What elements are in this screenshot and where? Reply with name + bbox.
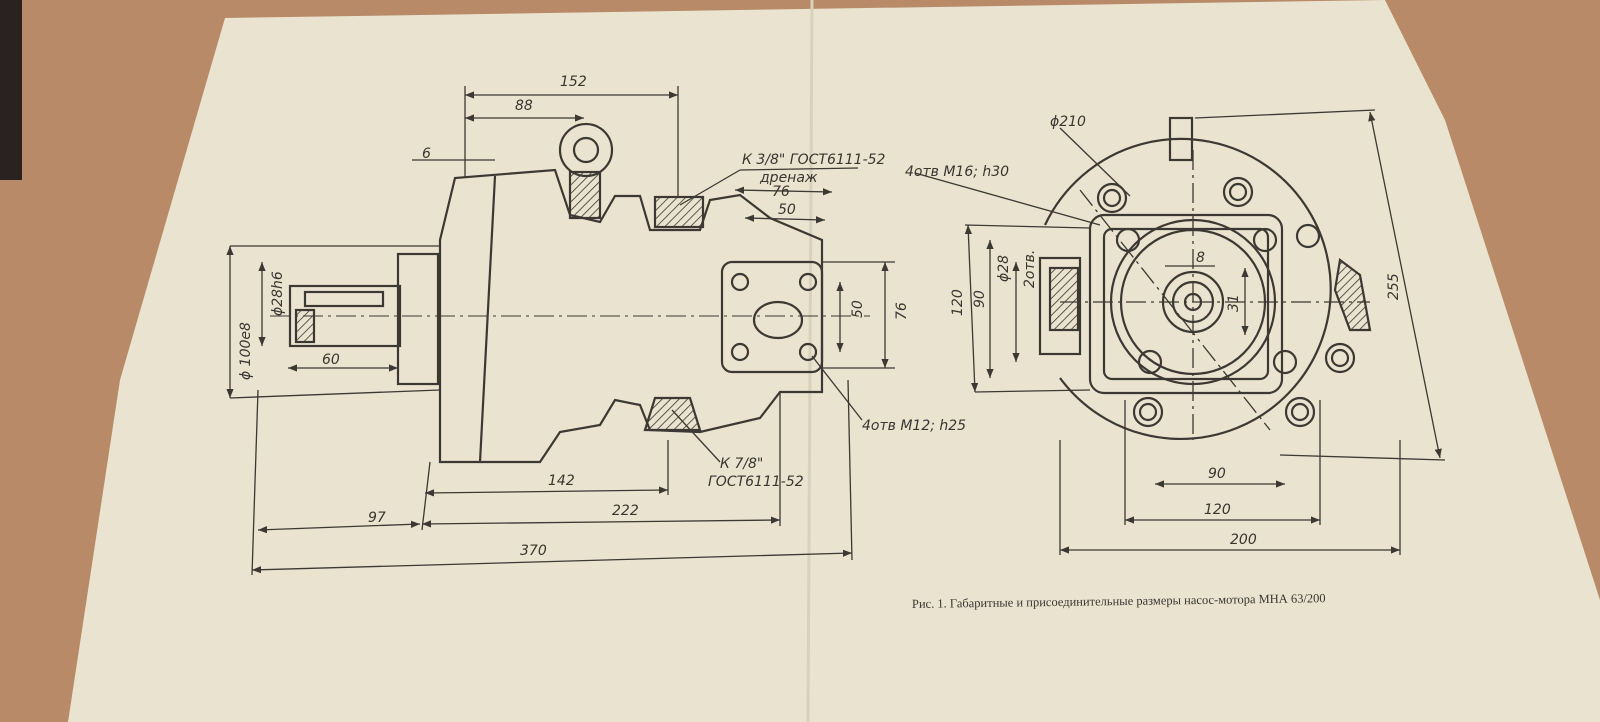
shaft-key (303, 290, 385, 308)
dim-88: 88 (515, 98, 533, 114)
dark-object-edge (0, 0, 22, 180)
dim-370: 370 (520, 543, 547, 559)
outer-flange (1044, 137, 1332, 441)
dim-100e8: ϕ 100e8 (238, 322, 254, 380)
dim-222: 222 (612, 503, 639, 519)
eye-bolt-stem-hatch (568, 170, 602, 220)
shaft-collar (396, 252, 440, 386)
top-stub (1168, 116, 1194, 162)
note-holes-m12: 4отв М12; h25 (862, 418, 966, 434)
square-flange (1088, 213, 1284, 395)
dim-152: 152 (560, 74, 587, 90)
paper-fold (806, 0, 814, 722)
dim-255: 255 (1386, 273, 1402, 300)
dim-120-vertical: 120 (950, 289, 966, 316)
figure-caption: Рис. 1. Габаритные и присоединительные р… (912, 591, 1326, 611)
dim-6: 6 (422, 146, 431, 162)
dim-120-horizontal: 120 (1204, 502, 1231, 518)
top-port-hatch (653, 195, 705, 229)
paper-sheet (68, 0, 1600, 722)
note-thread-bottom-1: К 7/8" (720, 456, 763, 472)
dim-50-vertical: 50 (850, 300, 866, 318)
dim-28h6: ϕ28h6 (270, 271, 286, 316)
dim-210: ϕ210 (1050, 114, 1086, 130)
bottom-port-hatch (643, 396, 702, 432)
port-plate (720, 260, 824, 374)
dim-31: 31 (1226, 294, 1242, 312)
side-port-hatch (1048, 266, 1080, 332)
dim-200: 200 (1230, 532, 1257, 548)
dim-90-horizontal: 90 (1208, 466, 1226, 482)
dim-142: 142 (548, 473, 575, 489)
dim-76-vertical: 76 (894, 302, 910, 320)
dim-50-top: 50 (778, 202, 796, 218)
dim-90-vertical: 90 (972, 290, 988, 308)
dim-76-top: 76 (772, 184, 790, 200)
dim-2otv: 2отв. (1022, 250, 1038, 288)
dim-97: 97 (368, 510, 386, 526)
note-holes-m16: 4отв М16; h30 (905, 164, 1009, 180)
note-thread-bottom-2: ГОСТ6111-52 (708, 474, 804, 490)
note-drain: дренаж (759, 170, 818, 186)
dim-8: 8 (1196, 250, 1205, 266)
side-view (270, 122, 870, 464)
pump-body (438, 168, 824, 464)
note-thread-top: К 3/8" ГОСТ6111-52 (742, 152, 886, 168)
dim-28: ϕ28 (996, 255, 1012, 282)
dim-60: 60 (322, 352, 340, 368)
shaft-end-hatch (294, 308, 316, 344)
